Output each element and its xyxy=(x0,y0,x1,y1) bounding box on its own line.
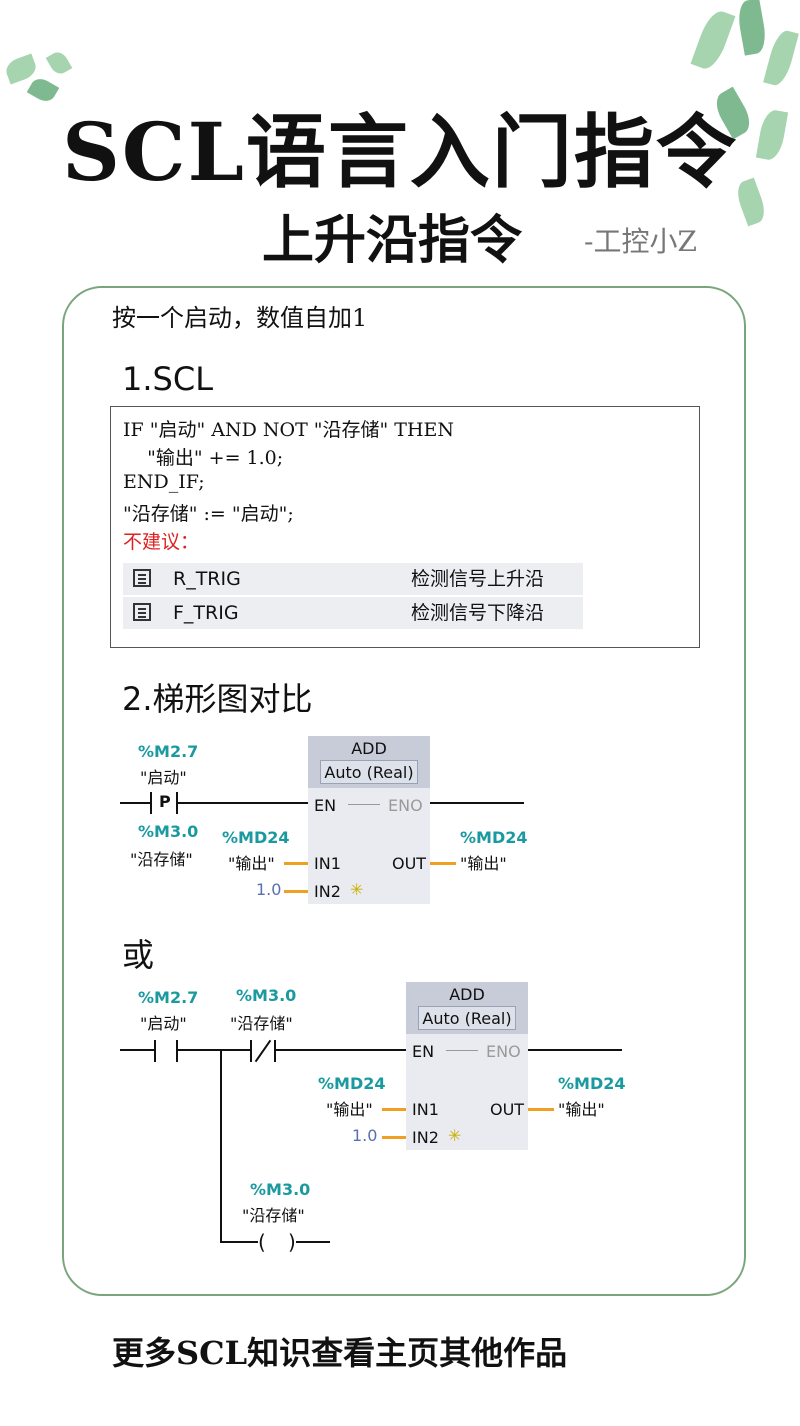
pin-eno: ENO xyxy=(486,1042,521,1061)
add-block: ADD Auto (Real) EN ENO IN1 OUT IN2 ✳ xyxy=(406,982,528,1150)
page-subtitle: 上升沿指令 xyxy=(262,210,523,271)
in2-value: 1.0 xyxy=(256,880,282,899)
contact-address: %M2.7 xyxy=(138,742,199,761)
contact2-name: "沿存储" xyxy=(230,1014,293,1033)
pin-eno: ENO xyxy=(388,796,423,815)
pin-en: EN xyxy=(314,796,337,815)
asterisk-icon: ✳ xyxy=(448,1126,462,1145)
block-type: Auto (Real) xyxy=(418,1006,516,1030)
pin-in1: IN1 xyxy=(314,854,341,873)
contact1-name: "启动" xyxy=(140,1014,187,1033)
contact1-address: %M2.7 xyxy=(138,988,199,1007)
pin-en: EN xyxy=(412,1042,435,1061)
out-address: %MD24 xyxy=(558,1074,626,1093)
instruction-desc: 检测信号下降沿 xyxy=(411,602,545,624)
in1-name: "输出" xyxy=(228,854,275,873)
code-box: IF "启动" AND NOT "沿存储" THEN "输出" += 1.0; … xyxy=(110,406,700,648)
block-name: ADD xyxy=(449,985,485,1004)
pin-out: OUT xyxy=(392,854,427,873)
intro-text: 按一个启动，数值自加1 xyxy=(112,304,368,332)
function-block-icon xyxy=(133,603,151,621)
add-block: ADD Auto (Real) EN ENO IN1 OUT IN2 ✳ xyxy=(308,736,430,904)
in1-name: "输出" xyxy=(326,1100,373,1119)
coil-close-icon: ) xyxy=(288,1230,296,1254)
block-name: ADD xyxy=(351,739,387,758)
code-line: "输出" += 1.0; xyxy=(123,447,284,469)
contact-name: "启动" xyxy=(140,768,187,787)
section-heading-scl: 1.SCL xyxy=(122,360,214,398)
out-address: %MD24 xyxy=(460,828,528,847)
coil-address: %M3.0 xyxy=(250,1180,311,1199)
function-block-icon xyxy=(133,569,151,587)
pin-in1: IN1 xyxy=(412,1100,439,1119)
in1-address: %MD24 xyxy=(222,828,290,847)
block-type: Auto (Real) xyxy=(320,760,418,784)
instruction-item: F_TRIG 检测信号下降沿 xyxy=(123,597,583,629)
instruction-item: R_TRIG 检测信号上升沿 xyxy=(123,563,583,595)
coil-open-icon: ( xyxy=(258,1230,266,1254)
content-card xyxy=(62,286,746,1296)
pin-out: OUT xyxy=(490,1100,525,1119)
or-label: 或 xyxy=(122,936,155,974)
code-line: END_IF; xyxy=(123,471,205,493)
instruction-name: R_TRIG xyxy=(173,568,241,590)
footer-text: 更多SCL知识查看主页其他作品 xyxy=(112,1334,568,1372)
in1-address: %MD24 xyxy=(318,1074,386,1093)
in2-value: 1.0 xyxy=(352,1126,378,1145)
section-heading-ladder: 2.梯形图对比 xyxy=(122,680,313,718)
code-line: IF "启动" AND NOT "沿存储" THEN xyxy=(123,419,455,441)
code-line: "沿存储" := "启动"; xyxy=(123,503,294,525)
pin-in2: IN2 xyxy=(412,1128,439,1147)
memory-name: "沿存储" xyxy=(130,850,193,869)
instruction-desc: 检测信号上升沿 xyxy=(411,568,545,590)
contact2-address: %M3.0 xyxy=(236,986,297,1005)
page-title: SCL语言入门指令 xyxy=(62,105,738,199)
pin-in2: IN2 xyxy=(314,882,341,901)
instruction-name: F_TRIG xyxy=(173,602,239,624)
contact-type: P xyxy=(159,792,171,811)
author-label: -工控小Z xyxy=(584,225,697,258)
warning-label: 不建议： xyxy=(123,531,200,553)
out-name: "输出" xyxy=(558,1100,605,1119)
coil-name: "沿存储" xyxy=(242,1206,305,1225)
memory-address: %M3.0 xyxy=(138,822,199,841)
out-name: "输出" xyxy=(460,854,507,873)
asterisk-icon: ✳ xyxy=(350,880,364,899)
